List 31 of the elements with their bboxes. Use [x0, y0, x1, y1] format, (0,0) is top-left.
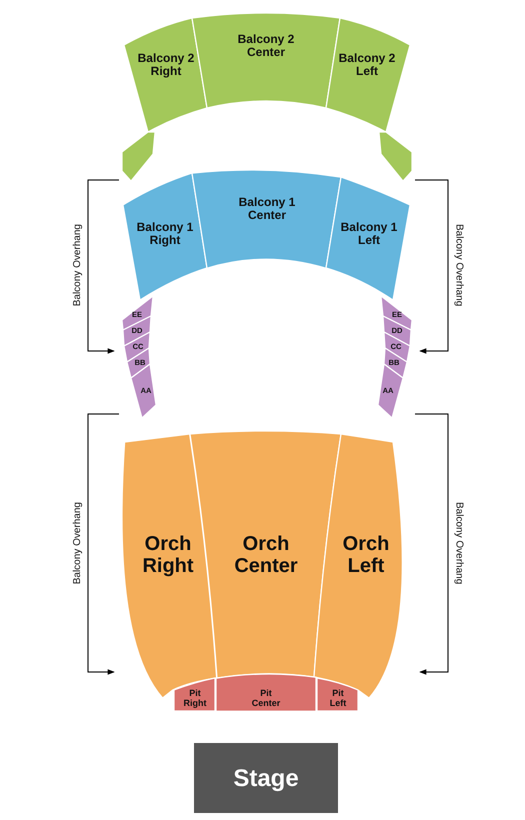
section-label: Balcony 2 Right [136, 52, 196, 78]
seating-section [192, 13, 340, 108]
seating-section [122, 132, 155, 181]
seating-section [314, 434, 402, 698]
overhang-label: Balcony Overhang [72, 224, 82, 306]
seating-section [124, 18, 207, 132]
section-label: Orch Center [233, 533, 299, 577]
section-label: Balcony 1 Left [340, 220, 398, 248]
section-label: Balcony 1 Center [238, 196, 296, 222]
seating-section [192, 170, 341, 268]
section-label: Balcony 2 Center [236, 32, 296, 60]
seating-section [326, 177, 410, 300]
overhang-label: Balcony Overhang [454, 224, 464, 306]
section-label: Balcony 1 Right [136, 220, 194, 248]
seating-section [174, 678, 215, 711]
section-label: Pit Center [250, 689, 282, 709]
seating-section [131, 364, 156, 418]
seating-section [378, 364, 403, 418]
seating-section [122, 434, 217, 698]
stage-block [194, 743, 338, 813]
section-label: Balcony 2 Left [338, 52, 396, 78]
seating-section [326, 18, 410, 132]
section-label: Orch Right [141, 533, 195, 577]
seating-section [123, 173, 207, 300]
section-label: Orch Left [342, 533, 390, 577]
section-label: Stage [232, 766, 300, 792]
seating-section [379, 132, 412, 181]
overhang-label: Balcony Overhang [72, 502, 82, 584]
section-label: Pit Right [182, 689, 208, 709]
section-label: Pit Left [328, 689, 348, 709]
overhang-label: Balcony Overhang [454, 502, 464, 584]
